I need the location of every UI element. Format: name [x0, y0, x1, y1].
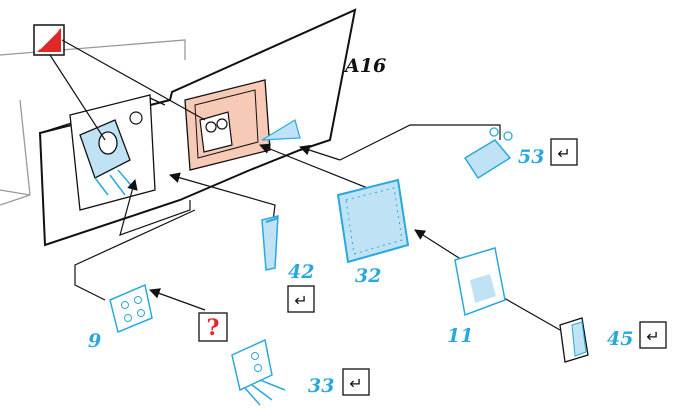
part-33-return-button[interactable]: ↵ [342, 368, 370, 396]
part-11-component [454, 247, 506, 317]
part-42-component [261, 215, 279, 271]
blue-cone [261, 119, 301, 141]
part-33-component [231, 338, 286, 406]
part-33-label: 33 [308, 375, 334, 397]
part-32-label: 32 [355, 265, 381, 287]
console-panel [38, 8, 357, 247]
part-42-label: 42 [288, 261, 314, 283]
pink-connectors [199, 111, 233, 153]
part-53-component [463, 127, 513, 180]
part-45-component [559, 317, 589, 363]
return-icon: ↵ [557, 144, 570, 163]
warning-leaders [49, 39, 206, 141]
part-42-return-button[interactable]: ↵ [287, 285, 315, 313]
part-32-component [336, 178, 410, 264]
return-icon: ↵ [646, 327, 659, 346]
part-9-component [109, 283, 153, 334]
help-question-button[interactable]: ? [198, 312, 228, 342]
return-icon: ↵ [294, 291, 307, 310]
part-53-label: 53 [518, 146, 544, 168]
part-11-label: 11 [447, 325, 473, 347]
assembly-title: A16 [343, 55, 386, 77]
part-53-return-button[interactable]: ↵ [550, 138, 578, 166]
part-9-label: 9 [88, 330, 101, 352]
switch-assembly [79, 111, 143, 196]
part-45-return-button[interactable]: ↵ [639, 321, 667, 349]
question-icon: ? [207, 315, 220, 341]
warning-icon [33, 24, 65, 56]
return-icon: ↵ [349, 374, 362, 393]
part-45-label: 45 [607, 328, 633, 350]
